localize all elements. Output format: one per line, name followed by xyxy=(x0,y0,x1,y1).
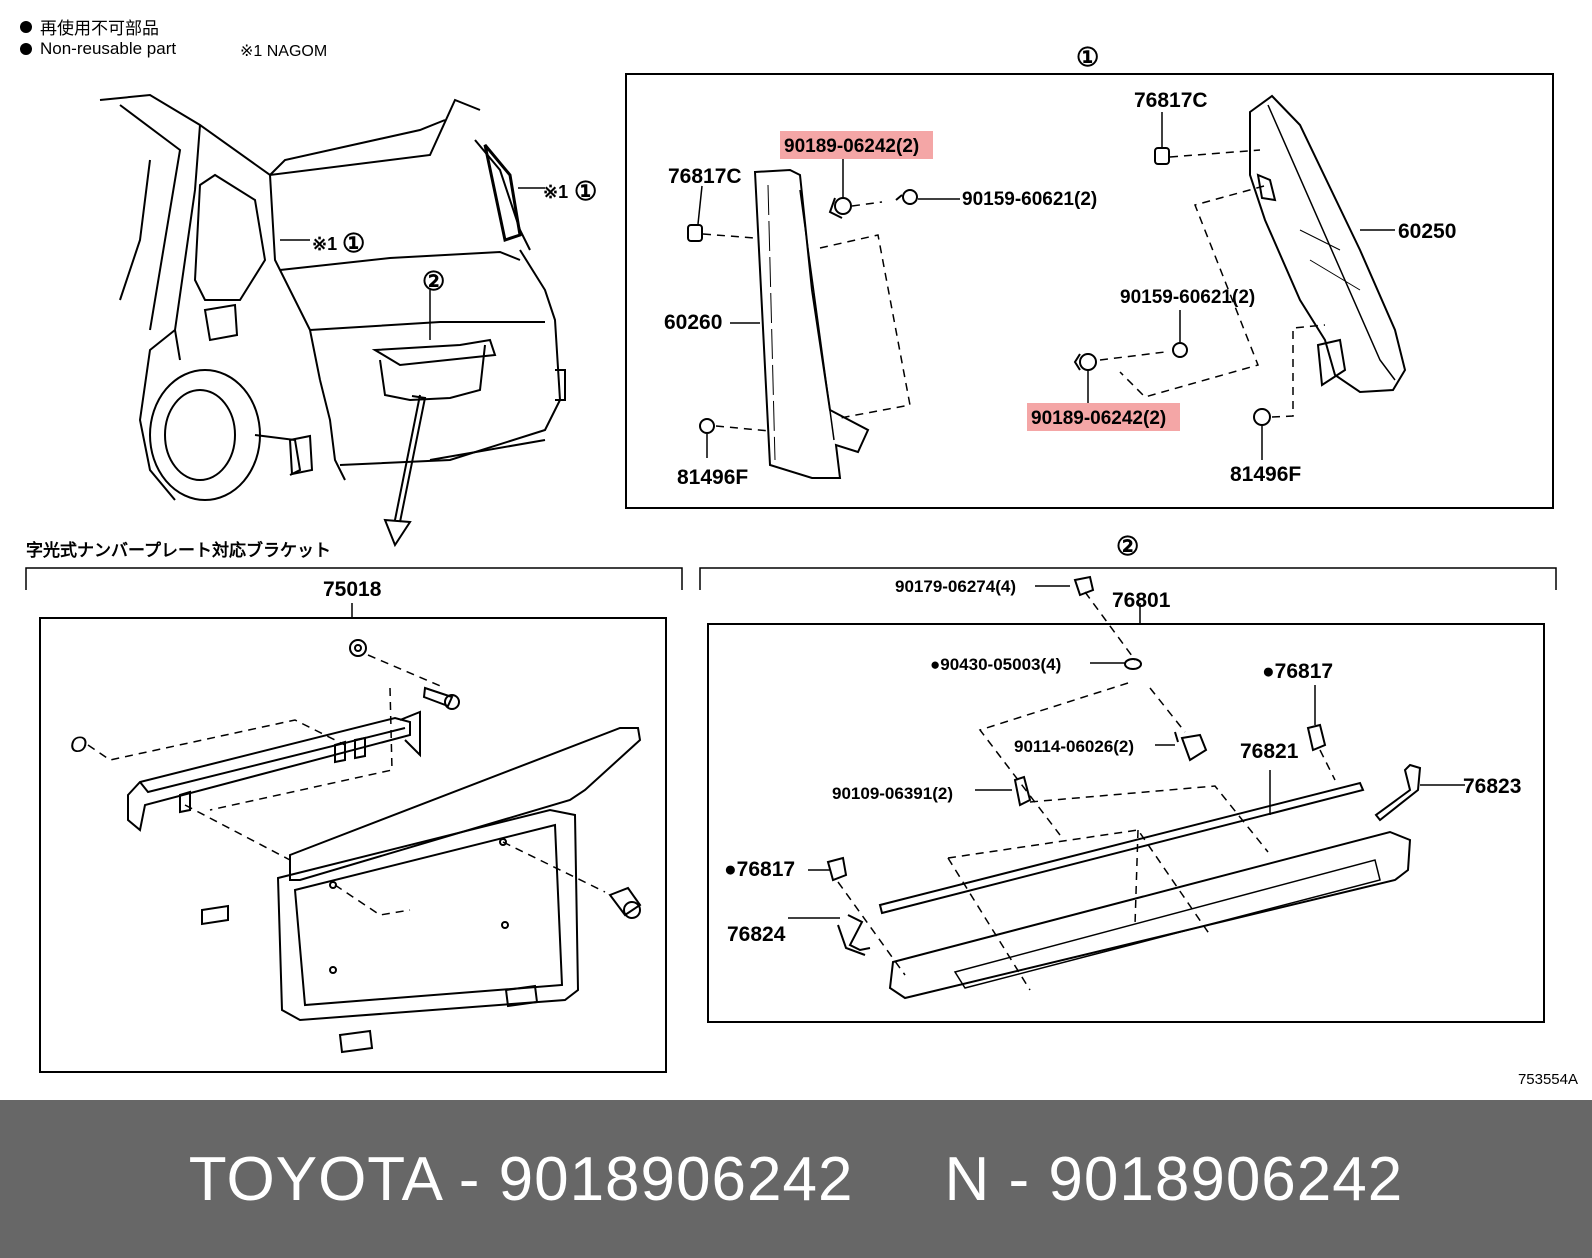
footer-part-number: TOYOTA - 9018906242 N - 9018906242 xyxy=(188,1144,1404,1214)
callout-section1-right: ① xyxy=(574,176,597,206)
legend-text-jp: 再使用不可部品 xyxy=(40,19,159,38)
part-label-90159-right: 90159-60621(2) xyxy=(1120,287,1255,308)
part-label-76801: 76801 xyxy=(1112,589,1171,612)
part-label-76817c-left: 76817C xyxy=(668,165,742,188)
callout-nagom-left: ※1 xyxy=(312,234,337,254)
part-label-76821: 76821 xyxy=(1240,740,1299,763)
part-label-76817c-right: 76817C xyxy=(1134,89,1208,112)
parts-diagram: ※1 ① ※1 ① ② ① 90189-06242(2) 76817C 9015… xyxy=(25,42,1557,1073)
legend-text-en: Non-reusable part xyxy=(40,39,177,58)
part-number-highlight-left xyxy=(780,131,933,159)
callout-nagom-right: ※1 xyxy=(543,182,568,202)
part-label-76824: 76824 xyxy=(727,923,786,946)
callout-section2: ② xyxy=(422,266,445,296)
part-label-60260: 60260 xyxy=(664,311,722,334)
part-label-90430: ●90430-05003(4) xyxy=(930,655,1061,674)
section1-number: ① xyxy=(1076,42,1099,72)
part-label-76817-lower: ●76817 xyxy=(724,858,795,881)
legend-non-reusable-jp: 再使用不可部品 xyxy=(20,14,159,39)
legend-non-reusable-en: Non-reusable part xyxy=(20,39,176,59)
part-label-90109: 90109-06391(2) xyxy=(832,784,953,803)
bracket-frame xyxy=(39,617,667,1073)
part-number-highlight-right xyxy=(1027,403,1180,431)
part-label-90189-right: 90189-06242(2) xyxy=(1031,408,1166,429)
part-label-90159-left: 90159-60621(2) xyxy=(962,189,1097,210)
part-label-60250: 60250 xyxy=(1398,220,1456,243)
bracket-mark-o: O xyxy=(70,732,87,757)
callout-section1-left: ① xyxy=(342,228,365,258)
section1-frame xyxy=(625,73,1554,509)
bracket-section-title: 字光式ナンバープレート対応ブラケット xyxy=(26,540,331,560)
bullet-icon xyxy=(20,20,32,33)
section2-number: ② xyxy=(1116,531,1139,561)
part-label-75018: 75018 xyxy=(323,578,382,601)
diagram-reference-code: 753554A xyxy=(1517,1071,1578,1088)
bullet-icon xyxy=(20,43,32,55)
footer-banner: TOYOTA - 9018906242 N - 9018906242 xyxy=(0,1100,1592,1258)
section2-frame xyxy=(707,623,1545,1023)
part-label-90114: 90114-06026(2) xyxy=(1014,737,1134,756)
part-label-81496f-right: 81496F xyxy=(1230,463,1301,486)
part-label-90189-left: 90189-06242(2) xyxy=(784,136,919,157)
part-label-90179: 90179-06274(4) xyxy=(895,577,1016,596)
part-label-81496f-left: 81496F xyxy=(677,466,748,489)
part-label-76823: 76823 xyxy=(1463,775,1521,798)
part-label-76817-upper: ●76817 xyxy=(1262,660,1333,683)
vehicle-rear-illustration xyxy=(99,93,566,501)
legend-note: ※1 NAGOM xyxy=(240,43,328,60)
